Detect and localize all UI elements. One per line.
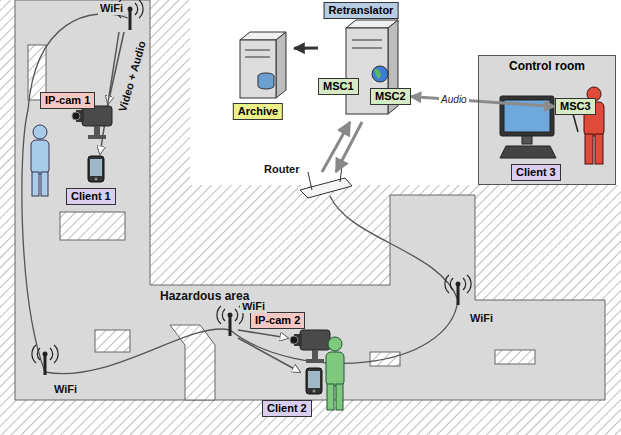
- room-box: Control roomMSC3Client 3: [478, 55, 616, 185]
- client-label: Client 2: [262, 400, 312, 417]
- wifi-label: WiFi: [52, 383, 79, 396]
- edge-label: Audio: [439, 94, 469, 106]
- node-text: MSC2: [375, 90, 406, 102]
- node-text: Client 1: [71, 190, 111, 202]
- server-node: RetranslatorMSC1MSC2: [318, 2, 404, 120]
- node-text: IP-cam 1: [45, 94, 90, 106]
- camera-label: IP-cam 2: [250, 312, 305, 329]
- room-heading: Control room: [479, 59, 615, 73]
- module-label: MSC2: [370, 88, 411, 105]
- node-text: MSC3: [560, 100, 591, 112]
- client-label: Client 3: [511, 164, 561, 181]
- node-text: Client 3: [516, 166, 556, 178]
- client-label: Client 1: [66, 188, 116, 205]
- module-label: MSC1: [318, 78, 359, 95]
- wifi-label: WiFi: [468, 312, 495, 325]
- node-text: Client 2: [267, 402, 307, 414]
- area-label: Hazardous area: [158, 290, 251, 303]
- connector-arrow: [411, 97, 555, 107]
- module-label: MSC3: [555, 98, 596, 115]
- node-caption: Retranslator: [324, 2, 399, 19]
- connector-arrow: [294, 47, 318, 50]
- wifi-label: WiFi: [98, 2, 125, 15]
- camera-label: IP-cam 1: [40, 92, 95, 109]
- device-label: Router: [262, 163, 301, 176]
- node-text: MSC1: [323, 80, 354, 92]
- node-text: IP-cam 2: [255, 314, 300, 326]
- archive-node: Archive: [222, 28, 294, 120]
- node-caption: Archive: [233, 103, 283, 120]
